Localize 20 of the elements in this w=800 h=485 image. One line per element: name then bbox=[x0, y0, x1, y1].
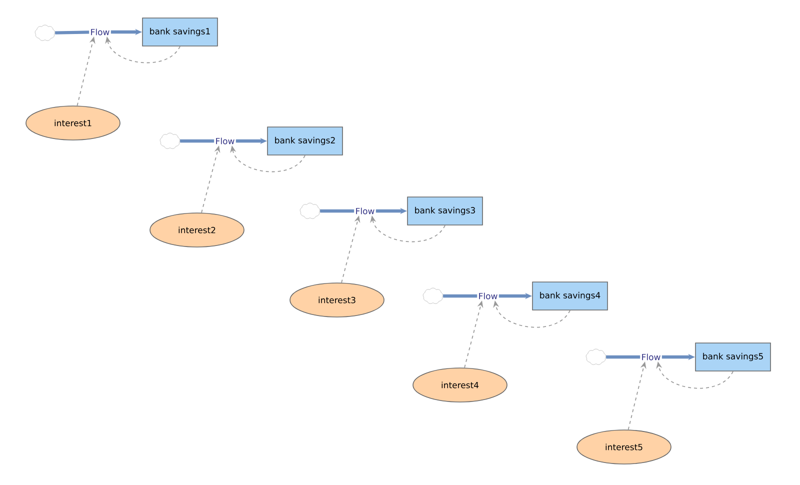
flow-label: Flow bbox=[354, 206, 376, 216]
flow-label: Flow bbox=[477, 292, 499, 300]
flow-label: Flow bbox=[640, 352, 662, 362]
flow-pipe bbox=[606, 355, 640, 359]
flow-pipe bbox=[180, 139, 214, 143]
stock-box: bank savings4 bbox=[532, 282, 608, 310]
stock-box: bank savings3 bbox=[407, 196, 483, 226]
flow-label: Flow bbox=[214, 136, 236, 146]
cloud-shape bbox=[586, 348, 606, 365]
flow-pipe bbox=[320, 209, 354, 213]
flow-label: Flow bbox=[89, 28, 111, 36]
flow-pipe bbox=[55, 30, 90, 34]
stock-box: bank savings5 bbox=[695, 342, 771, 372]
cloud-shape bbox=[160, 132, 180, 149]
stock-box: bank savings2 bbox=[267, 126, 343, 156]
cloud-shape bbox=[34, 24, 56, 41]
flow-pipe bbox=[443, 294, 478, 298]
cloud-shape bbox=[300, 202, 320, 219]
cloud-shape bbox=[422, 288, 444, 304]
stock-box: bank savings1 bbox=[142, 18, 218, 46]
